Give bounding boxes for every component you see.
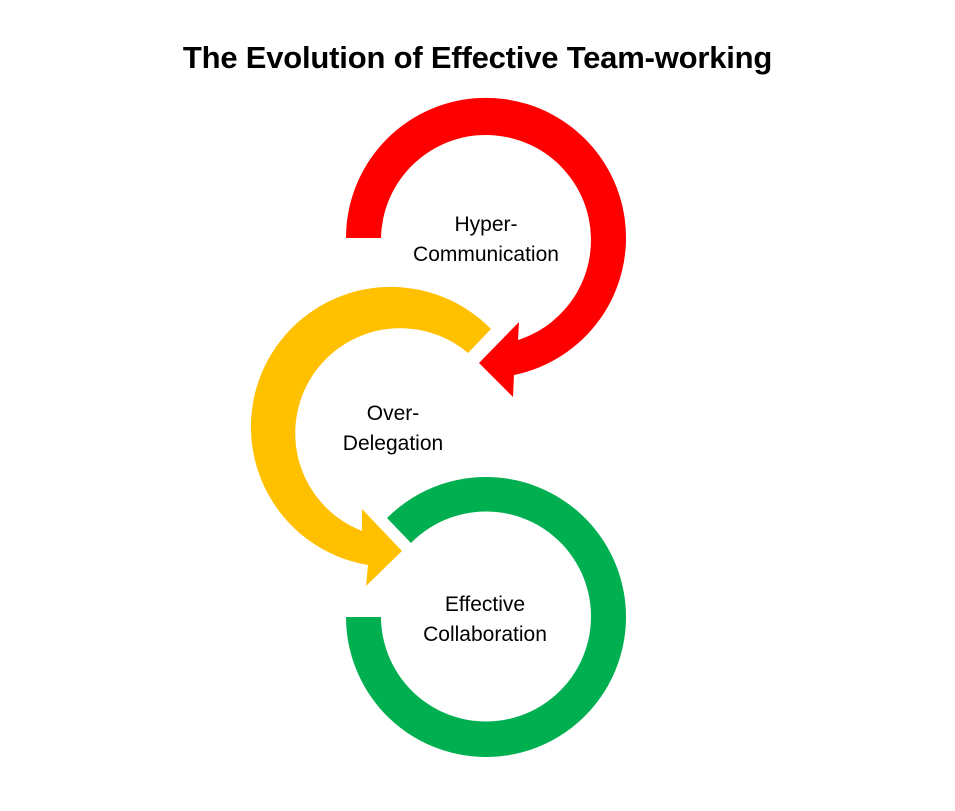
over-delegation-band (250, 286, 491, 586)
stage-label-over-delegation: Over- Delegation (342, 402, 444, 455)
hyper-communication-arrow (345, 97, 626, 397)
stage-label-hyper-communication: Hyper- Communication (413, 213, 559, 266)
stage-label-effective-collaboration: Effective Collaboration (423, 593, 547, 646)
diagram-title: The Evolution of Effective Team-working (182, 40, 773, 75)
